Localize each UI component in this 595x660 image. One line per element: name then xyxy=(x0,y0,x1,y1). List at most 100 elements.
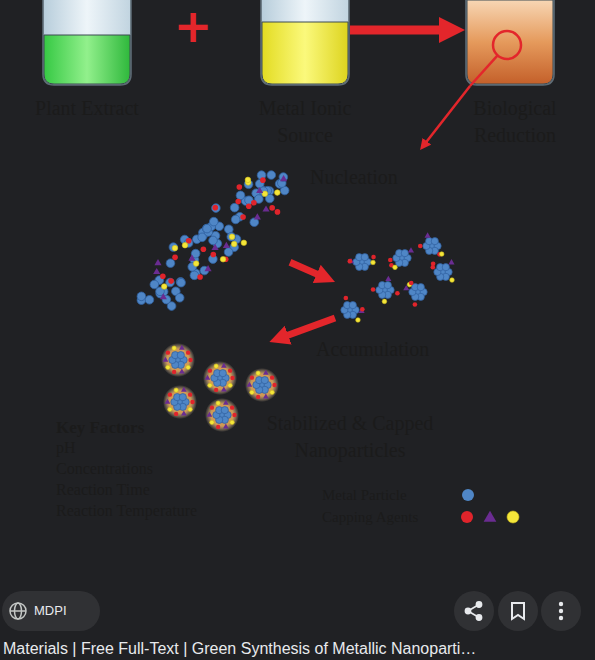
capping-triangle xyxy=(223,424,229,429)
capping-dot xyxy=(413,302,418,307)
beaker-glass xyxy=(43,0,131,85)
metal-atom xyxy=(384,282,391,289)
metal-atom xyxy=(203,224,212,233)
capping-dot xyxy=(241,240,247,246)
capping-triangle xyxy=(263,370,269,375)
capping-glow xyxy=(163,385,197,419)
capping-dot xyxy=(250,390,254,394)
metal-atom xyxy=(179,394,186,401)
capping-dot xyxy=(388,258,393,263)
capping-dot xyxy=(160,273,166,279)
capping-triangle xyxy=(348,258,354,263)
capping-dot xyxy=(246,203,252,209)
capping-dot xyxy=(371,260,376,265)
capping-dot xyxy=(360,307,365,312)
beaker: Metal Ionic Source xyxy=(260,0,350,86)
metal-atom xyxy=(349,302,356,309)
capping-glow xyxy=(203,361,237,395)
capping-dot xyxy=(393,265,398,270)
metal-atom xyxy=(261,377,268,384)
capping-triangle xyxy=(204,265,211,271)
capping-triangle xyxy=(425,232,431,237)
node-label: Biological Reduction xyxy=(460,95,570,149)
capping-dot xyxy=(270,390,274,394)
beaker-liquid xyxy=(262,22,348,84)
capping-dot xyxy=(439,252,444,257)
capping-dot xyxy=(161,284,167,290)
metal-atom xyxy=(361,254,368,261)
metal-atom xyxy=(202,224,211,233)
capping-dot xyxy=(211,252,217,258)
capping-dot xyxy=(262,191,268,197)
share-button xyxy=(454,591,494,631)
metal-atom xyxy=(231,215,240,224)
capping-dot xyxy=(172,255,178,261)
metal-atom xyxy=(236,191,245,200)
capping-dot xyxy=(228,368,232,372)
capping-triangle xyxy=(179,345,185,350)
capping-dot xyxy=(197,274,203,280)
source-name: MDPI xyxy=(34,603,67,619)
capping-dot xyxy=(272,383,276,387)
beaker: Plant Extract xyxy=(42,0,132,86)
node-label: Key Factors xyxy=(56,418,144,438)
capping-dot xyxy=(172,346,176,350)
share-icon xyxy=(465,602,481,620)
capping-dot xyxy=(216,401,220,405)
capping-dot xyxy=(409,281,414,286)
capping-dot xyxy=(190,400,194,404)
capping-dot xyxy=(210,405,214,409)
capping-dot xyxy=(230,376,234,380)
capping-triangle xyxy=(205,375,211,380)
capping-triangle xyxy=(403,285,409,290)
capping-glow xyxy=(161,343,195,377)
capping-triangle xyxy=(408,247,414,252)
metal-atom xyxy=(219,370,226,377)
capping-triangle xyxy=(160,293,167,299)
capping-triangle xyxy=(165,399,171,404)
capping-dot xyxy=(201,246,207,252)
metal-atom xyxy=(209,236,218,245)
legend-text: Capping Agents xyxy=(322,507,418,527)
node-text: Reaction Time xyxy=(56,480,150,500)
capping-dot xyxy=(212,205,218,211)
capping-dot xyxy=(228,383,232,387)
capping-triangle xyxy=(256,187,263,193)
bookmark-icon xyxy=(512,603,524,619)
reaction-cloud: Key FactorspHConcentrationsReaction Time… xyxy=(30,150,560,550)
capping-triangle xyxy=(223,400,229,405)
capping-dot xyxy=(216,425,220,429)
beaker-glass xyxy=(466,0,554,85)
capping-dot xyxy=(229,234,235,240)
capping-dot xyxy=(214,388,218,392)
node-label: Plant Extract xyxy=(7,95,167,122)
capping-dot xyxy=(188,358,192,362)
capping-dot xyxy=(186,365,190,369)
metal-atom xyxy=(230,203,239,212)
flow-arrow xyxy=(290,262,320,275)
capping-dot xyxy=(344,296,349,301)
legend-swatch xyxy=(462,489,474,501)
beaker: Biological Reduction xyxy=(465,0,555,86)
metal-atom xyxy=(166,259,175,268)
flow-arrow xyxy=(350,26,444,35)
legend-yellow-dot xyxy=(507,511,519,523)
capping-dot xyxy=(431,265,436,270)
metal-atom xyxy=(267,171,276,180)
capping-dot xyxy=(208,383,212,387)
capping-dot xyxy=(174,388,178,392)
capped-cluster: Stabilized & Capped Nanoparticles xyxy=(155,342,285,434)
metal-atom xyxy=(190,271,199,280)
capping-triangle xyxy=(212,244,219,250)
node-label: Metal Ionic Source xyxy=(235,95,375,149)
metal-atom xyxy=(177,278,186,287)
capping-dot xyxy=(240,214,246,220)
more-button xyxy=(541,591,581,631)
accumulation-cluster: Accumulation xyxy=(335,232,455,332)
capping-dot xyxy=(250,375,254,379)
beaker-liquid xyxy=(467,0,553,84)
capping-dot xyxy=(168,278,174,284)
capping-dot xyxy=(270,375,274,379)
capping-dot xyxy=(356,318,361,323)
bookmark-button xyxy=(498,591,538,631)
